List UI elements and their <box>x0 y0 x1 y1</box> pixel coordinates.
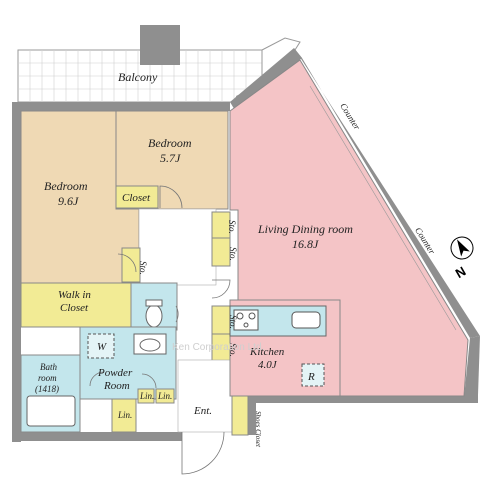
storage-label-5: Sto. <box>228 343 238 357</box>
living-size: 16.8J <box>292 237 319 251</box>
bath-label-2: room <box>38 373 57 383</box>
washer-label: W <box>97 341 107 353</box>
kitchen-label: Kitchen <box>249 346 285 358</box>
storage-label-1: Sto. <box>138 261 148 275</box>
bedroom-large-label: Bedroom <box>44 179 88 193</box>
fridge-label: R <box>307 371 315 383</box>
linen-1 <box>111 398 137 433</box>
north-compass-icon <box>450 236 474 260</box>
bedroom-large-size: 9.6J <box>58 194 79 208</box>
washer-slot <box>87 333 115 359</box>
storage-label-4: Sto. <box>228 315 238 329</box>
storage-label-2: Sto. <box>227 220 237 234</box>
toilet-tank-icon <box>145 299 163 307</box>
bedroom-small-label: Bedroom <box>148 136 192 150</box>
counter-label-2: Counter <box>413 226 437 257</box>
storage-label-3: Sto. <box>228 247 238 261</box>
bedroom-small-size: 5.7J <box>160 151 181 165</box>
stove-icon <box>233 309 259 331</box>
balcony-label: Balcony <box>118 70 158 84</box>
entrance-label: Ent. <box>193 405 212 417</box>
corridor <box>138 208 217 286</box>
watermark: Ken Corporation Ltd. <box>172 342 264 353</box>
walk-in-label-1: Walk in <box>58 289 91 301</box>
living-label: Living Dining room <box>257 222 353 236</box>
closet-label: Closet <box>122 192 151 204</box>
closet-area <box>115 185 159 209</box>
entrance-area <box>177 359 233 433</box>
powder-label-2: Room <box>103 380 130 392</box>
fridge-slot <box>301 363 325 387</box>
linen-label-1: Lin. <box>117 410 132 420</box>
door-swings <box>89 185 231 389</box>
linen-label-3: Lin. <box>157 391 172 401</box>
linen-label-2: Lin. <box>139 391 154 401</box>
powder-label-1: Powder <box>97 367 133 379</box>
bath-label-1: Bath <box>40 362 57 372</box>
storage-3 <box>211 237 231 267</box>
entrance-door-swing <box>181 431 225 475</box>
linen-3 <box>155 388 175 404</box>
outer-walls <box>12 48 480 442</box>
compass-north-label: N <box>453 263 469 281</box>
bathtub-icon <box>26 395 76 427</box>
basin-icon <box>139 338 161 352</box>
linen-2 <box>137 388 155 404</box>
bath-label-3: (1418) <box>35 384 59 394</box>
counter-label-1: Counter <box>338 101 362 132</box>
walk-in-label-2: Closet <box>60 302 89 314</box>
kitchen-sink-icon <box>291 311 321 329</box>
kitchen-size: 4.0J <box>258 359 278 371</box>
shoes-closet-label: Shoes Closet <box>254 411 262 448</box>
